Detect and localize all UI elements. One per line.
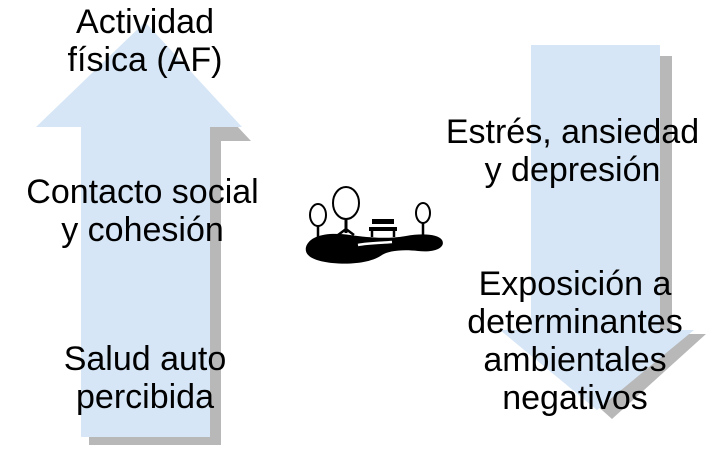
tree-small-right	[415, 202, 431, 224]
label-contacto-social: Contacto social y cohesión	[0, 173, 285, 249]
label-line: percibida	[76, 378, 214, 416]
park-icon	[305, 186, 443, 264]
label-line: Actividad	[76, 3, 214, 41]
park-path	[305, 233, 443, 264]
down-arrow	[500, 45, 694, 410]
bench	[372, 219, 394, 224]
label-line: Salud auto	[63, 340, 227, 378]
label-line: ambientales	[483, 341, 667, 379]
label-line: Exposición a	[478, 265, 672, 303]
label-line: Contacto social	[26, 173, 259, 211]
tree-small-left	[309, 203, 327, 227]
up-arrow	[36, 22, 242, 437]
label-line: física (AF)	[67, 41, 223, 79]
label-estres-ansiedad: Estrés, ansiedad y depresión	[425, 113, 720, 189]
label-line: y depresión	[484, 151, 661, 189]
label-salud-autopercibida: Salud auto percibida	[20, 340, 270, 416]
label-actividad-fisica: Actividad física (AF)	[20, 3, 270, 79]
park-path-edge	[357, 240, 393, 247]
label-exposicion-determinantes: Exposición a determinantes ambientales n…	[440, 265, 710, 417]
label-line: negativos	[502, 379, 648, 417]
label-line: Estrés, ansiedad	[445, 113, 700, 151]
label-line: determinantes	[467, 303, 683, 341]
label-line: y cohesión	[61, 211, 224, 249]
tree-large	[332, 186, 360, 220]
